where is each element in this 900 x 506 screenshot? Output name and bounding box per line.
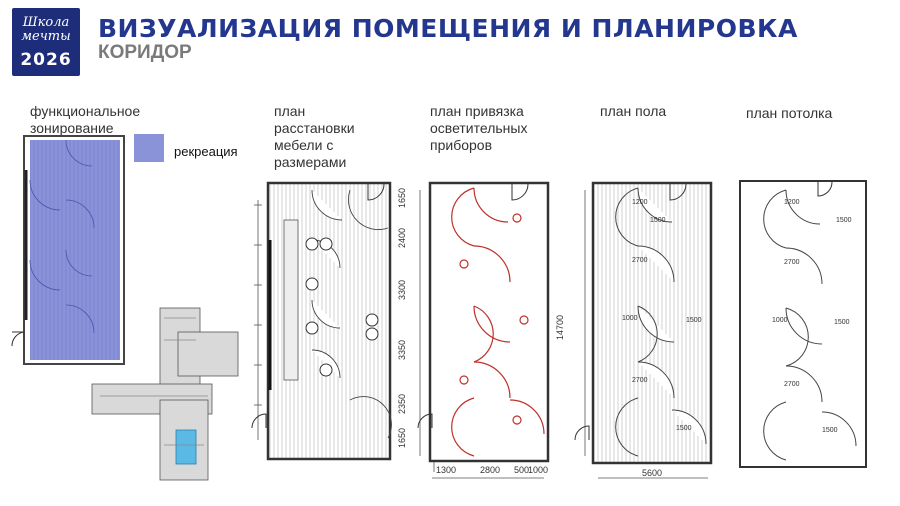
svg-text:2700: 2700 xyxy=(784,259,800,266)
svg-text:5600: 5600 xyxy=(642,468,662,478)
svg-text:1500: 1500 xyxy=(686,317,702,324)
svg-text:1300: 1300 xyxy=(436,465,456,475)
floor-plan xyxy=(574,181,713,479)
logo-line1: Школа xyxy=(22,15,70,30)
svg-text:1200: 1200 xyxy=(632,199,648,206)
floor-dimensions: 1200 1500 2700 1000 1500 2700 1500 14700… xyxy=(555,199,702,478)
ceiling-caption: план потолка xyxy=(746,105,833,121)
svg-text:1500: 1500 xyxy=(822,427,838,434)
zoning-plan xyxy=(11,135,125,365)
svg-text:500: 500 xyxy=(514,465,529,475)
ceiling-dimensions: 1200 1500 2700 1000 1500 2700 1500 xyxy=(772,199,852,434)
building-key-plan xyxy=(91,307,239,481)
lighting-dimensions: 1650 2400 3300 3350 2350 1650 1300 2800 … xyxy=(397,188,548,475)
page-title: ВИЗУАЛИЗАЦИЯ ПОМЕЩЕНИЯ И ПЛАНИРОВКА xyxy=(98,14,798,43)
school-logo: Школа мечты 2026 xyxy=(12,8,80,76)
svg-text:2800: 2800 xyxy=(480,465,500,475)
lighting-plan xyxy=(417,181,550,479)
svg-text:1650: 1650 xyxy=(397,428,407,448)
svg-text:2400: 2400 xyxy=(397,228,407,248)
svg-text:1650: 1650 xyxy=(397,188,407,208)
svg-text:1500: 1500 xyxy=(650,217,666,224)
svg-text:2350: 2350 xyxy=(397,394,407,414)
svg-text:1000: 1000 xyxy=(772,317,788,324)
svg-text:14700: 14700 xyxy=(555,315,565,340)
svg-text:1200: 1200 xyxy=(784,199,800,206)
page-subtitle: КОРИДОР xyxy=(98,42,192,63)
svg-text:1500: 1500 xyxy=(836,217,852,224)
svg-text:3300: 3300 xyxy=(397,280,407,300)
floor-caption: план пола xyxy=(600,103,667,119)
svg-text:2700: 2700 xyxy=(632,257,648,264)
logo-line2: мечты xyxy=(21,29,71,44)
svg-text:1500: 1500 xyxy=(676,425,692,432)
ceiling-plan xyxy=(739,180,867,468)
legend-swatch xyxy=(134,134,164,162)
svg-text:2700: 2700 xyxy=(632,377,648,384)
svg-text:1000: 1000 xyxy=(528,465,548,475)
logo-year: 2026 xyxy=(20,50,72,70)
legend-label: рекреация xyxy=(174,144,238,159)
svg-text:1000: 1000 xyxy=(622,315,638,322)
furniture-plan xyxy=(251,181,392,461)
svg-text:2700: 2700 xyxy=(784,381,800,388)
svg-text:1500: 1500 xyxy=(834,319,850,326)
svg-text:3350: 3350 xyxy=(397,340,407,360)
